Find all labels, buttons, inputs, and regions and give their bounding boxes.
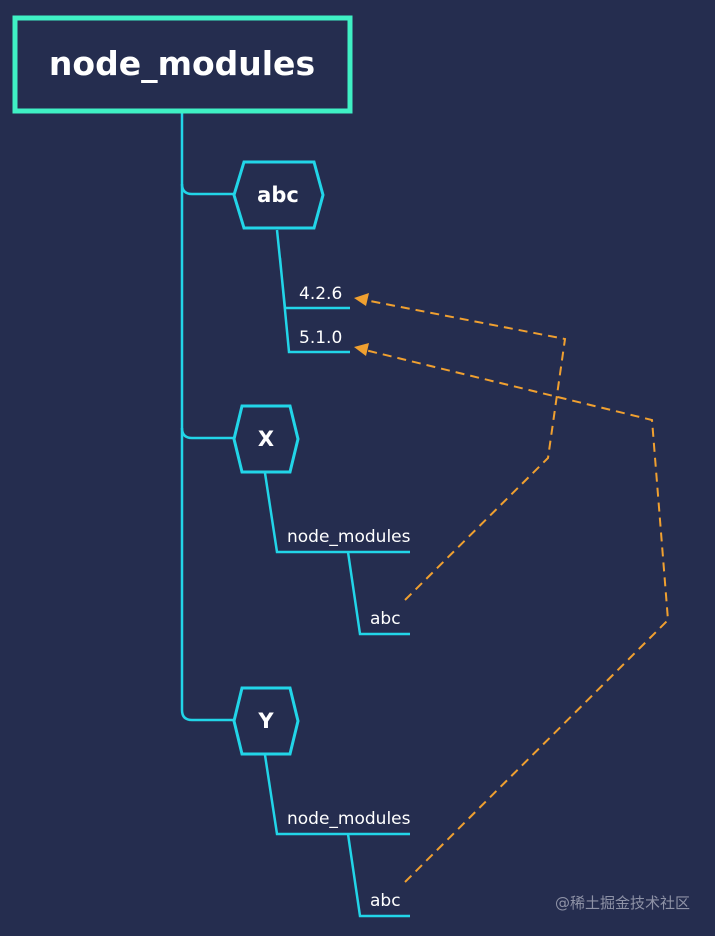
abc-version-4.2.6: 4.2.6 [299,284,342,304]
arrowhead-to-4.2.6 [354,293,369,306]
x-abc-to-4.2.6-link [364,299,567,601]
y-node-modules-label: node_modules [287,809,411,829]
y-node-modules-connector [263,754,410,836]
x-abc-connector [346,551,410,636]
root-node-box [12,15,353,114]
y-abc-label: abc [370,891,401,911]
x-package-label: X [258,427,274,451]
x-hexagon [232,404,300,474]
watermark: @稀土掘金技术社区 [555,894,690,912]
arrowhead-to-5.1.0 [354,343,369,356]
x-node-modules-connector [263,472,410,554]
x-node-modules-label: node_modules [287,527,411,547]
abc-hexagon [232,160,325,230]
abc-version-5.1.0: 5.1.0 [299,328,342,348]
y-package-label: Y [257,709,274,733]
branch-abc-line [180,183,234,196]
branch-x-line [180,427,234,440]
y-abc-connector [346,833,410,918]
y-abc-to-5.1.0-link [364,349,670,883]
root-node-label: node_modules [49,44,315,83]
y-hexagon [232,686,300,756]
x-abc-label: abc [370,609,401,629]
abc-package-label: abc [257,183,299,207]
main-trunk-line [180,113,234,722]
abc-version-connector [275,229,350,354]
